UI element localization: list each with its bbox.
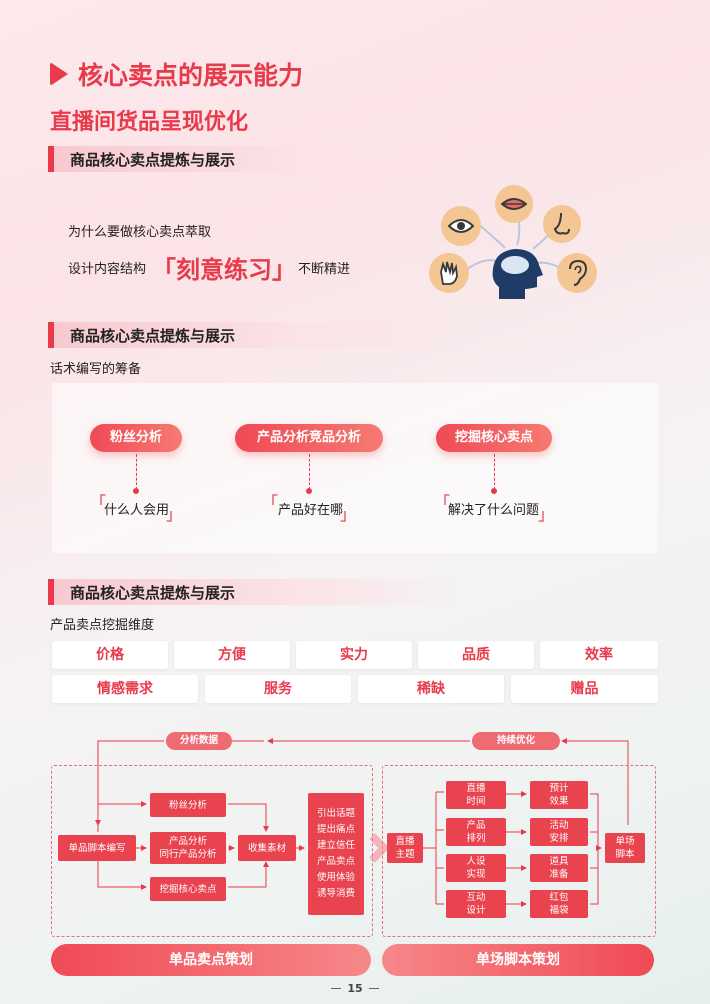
eye-icon (441, 206, 481, 246)
section-bar (48, 322, 54, 348)
page-number-dash (368, 988, 379, 989)
flow-output-item: 产品卖点 (316, 856, 355, 867)
intro-prefix: 设计内容结构 (68, 262, 147, 277)
section-heading-text: 商品核心卖点提炼与展示 (70, 584, 236, 602)
section-caption-3: 产品卖点挖掘维度 (50, 618, 155, 633)
flow-connectors (95, 738, 629, 907)
single-product-plan-frame (51, 765, 373, 937)
prep-answer-product: 「 产品好在哪 」 (262, 493, 356, 524)
flow-branch-box: 产品分析 同行产品分析 (150, 832, 226, 864)
hand-icon (429, 253, 469, 293)
prep-answer-text: 产品好在哪 (278, 503, 344, 518)
prep-dot (133, 488, 139, 494)
analyze-data-label: 分析数据 (166, 732, 232, 750)
section-caption-2: 话术编写的筹备 (50, 362, 142, 377)
single-session-plan-pill: 单场脚本策划 (382, 944, 654, 976)
nose-icon (543, 205, 581, 243)
flow-col2-box: 红包 福袋 (530, 890, 588, 918)
head-brain-icon (489, 243, 545, 299)
prep-dot (491, 488, 497, 494)
dimension-tag: 赠品 (511, 675, 658, 703)
flow-output-item: 提出痛点 (316, 824, 355, 835)
flow-branch-box: 粉丝分析 (150, 793, 226, 817)
prep-dot (306, 488, 312, 494)
flow-output-item: 建立信任 (316, 840, 355, 851)
intro-suffix: 不断精进 (298, 262, 351, 277)
single-session-plan-frame (382, 765, 656, 937)
dimension-tag: 实力 (296, 641, 412, 669)
prep-pill-product: 产品分析竞品分析 (235, 424, 383, 452)
page-number-dash (331, 988, 342, 989)
flow-output-box: 引出话题 提出痛点 建立信任 产品卖点 使用体验 诱导消费 (308, 793, 364, 915)
page-number-text: 15 (347, 982, 363, 995)
dimension-tag: 服务 (205, 675, 351, 703)
flow-live-theme-box: 直播 主题 (387, 833, 423, 863)
prep-card (52, 383, 658, 553)
dimension-tag: 稀缺 (358, 675, 504, 703)
continuous-optimize-label: 持续优化 (472, 732, 560, 750)
title-text: 核心卖点的展示能力 (78, 61, 304, 90)
dimension-tag: 方便 (174, 641, 290, 669)
intro-line-1: 为什么要做核心卖点萃取 (68, 225, 212, 240)
intro-line-2: 设计内容结构 「刻意练习」 不断精进 (68, 250, 350, 285)
section-heading-1: 商品核心卖点提炼与展示 (48, 146, 458, 172)
prep-answer-text: 解决了什么问题 (448, 503, 540, 518)
flow-output-item: 使用体验 (316, 872, 355, 883)
prep-answer-core: 「 解决了什么问题 」 (434, 493, 554, 524)
dimension-tag: 情感需求 (52, 675, 198, 703)
page-number: 15 (330, 982, 380, 995)
prep-pill-fans: 粉丝分析 (90, 424, 182, 452)
flow-start-box: 单品脚本编写 (58, 835, 136, 861)
prep-answer-fans: 「 什么人会用 」 (90, 493, 182, 524)
section-bar (48, 579, 54, 605)
single-product-plan-pill: 单品卖点策划 (51, 944, 371, 976)
flow-collect-box: 收集素材 (238, 835, 296, 861)
page-subtitle: 直播间货品呈现优化 (50, 110, 249, 135)
flow-end-box: 单场 脚本 (605, 833, 645, 863)
flow-output-item: 诱导消费 (316, 888, 355, 899)
intro-highlight: 「刻意练习」 (152, 256, 297, 284)
flow-col1-box: 直播 时间 (446, 781, 506, 809)
dimension-tag: 效率 (540, 641, 658, 669)
flow-col1-box: 人设 实现 (446, 854, 506, 882)
flow-col1-box: 产品 排列 (446, 818, 506, 846)
section-heading-text: 商品核心卖点提炼与展示 (70, 327, 236, 345)
senses-illustration (425, 183, 605, 303)
section-heading-2: 商品核心卖点提炼与展示 (48, 322, 458, 348)
flow-col1-box: 互动 设计 (446, 890, 506, 918)
flow-branch-box: 挖掘核心卖点 (150, 877, 226, 901)
dimension-tag: 品质 (418, 641, 534, 669)
prep-connector (309, 454, 310, 490)
flow-col2-box: 活动 安排 (530, 818, 588, 846)
flow-output-item: 引出话题 (316, 808, 355, 819)
ear-icon (557, 253, 597, 293)
prep-connector (136, 454, 137, 490)
section-bar (48, 146, 54, 172)
prep-answer-text: 什么人会用 (104, 503, 170, 518)
flow-col2-box: 预计 效果 (530, 781, 588, 809)
prep-pill-core: 挖掘核心卖点 (436, 424, 552, 452)
flow-col2-box: 道具 准备 (530, 854, 588, 882)
section-heading-3: 商品核心卖点提炼与展示 (48, 579, 458, 605)
mouth-icon (495, 185, 533, 223)
prep-connector (494, 454, 495, 490)
page-title: 核心卖点的展示能力 (50, 56, 303, 92)
play-icon (50, 62, 68, 86)
dimension-tag: 价格 (52, 641, 168, 669)
section-heading-text: 商品核心卖点提炼与展示 (70, 151, 236, 169)
